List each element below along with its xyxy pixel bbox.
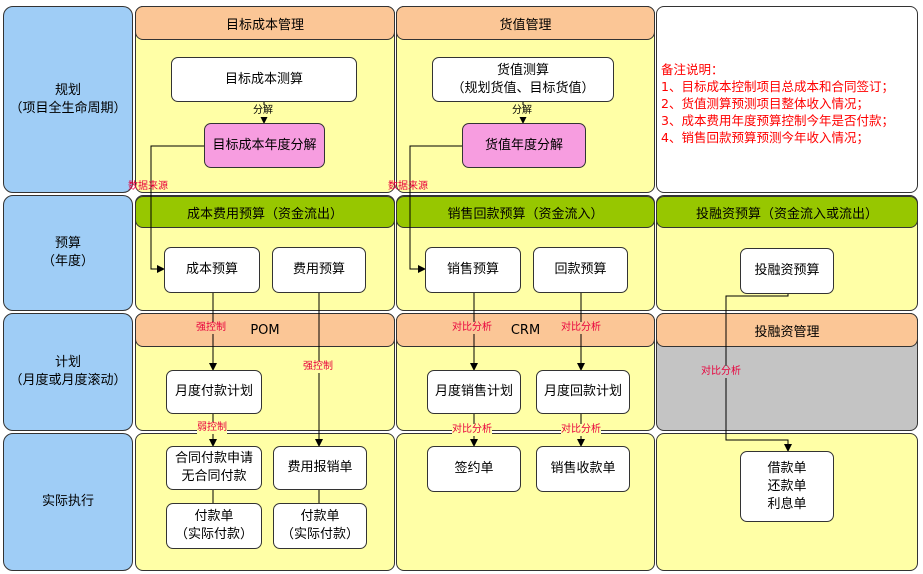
notes-title: 备注说明：: [661, 62, 724, 77]
box-cost-budget: 成本预算: [164, 247, 260, 293]
row-header-planning: 规划 （项目全生命周期）: [3, 6, 133, 193]
label-strong-control-1: 强控制: [196, 322, 226, 334]
column-header-pom: POM: [135, 313, 395, 347]
cell-planning-notes: [656, 6, 918, 193]
box-target-cost-calc: 目标成本测算: [171, 57, 357, 102]
box-payment-order-1: 付款单 （实际付款）: [166, 503, 262, 549]
row-header-plan: 计划 （月度或月度滚动）: [3, 313, 133, 431]
box-value-annual: 货值年度分解: [462, 123, 586, 168]
column-header-target-cost: 目标成本管理: [135, 6, 395, 40]
box-value-calc: 货值测算 （规划货值、目标货值）: [432, 57, 614, 102]
label-compare-5: 对比分析: [561, 424, 601, 436]
note-item-1: 1、目标成本控制项目总成本和合同签订；: [661, 79, 894, 94]
box-monthly-payment-plan: 月度付款计划: [166, 370, 262, 414]
box-sales-budget: 销售预算: [425, 247, 521, 293]
box-expense-budget: 费用预算: [272, 247, 366, 293]
label-data-source-2: 数据来源: [388, 181, 428, 192]
box-contract-payment-request: 合同付款申请 无合同付款: [166, 446, 262, 490]
box-collection-budget: 回款预算: [533, 247, 628, 293]
label-compare-2: 对比分析: [561, 322, 601, 334]
box-expense-reimbursement: 费用报销单: [273, 446, 367, 490]
box-payment-order-2: 付款单 （实际付款）: [273, 503, 367, 549]
box-sales-receipt: 销售收款单: [536, 446, 630, 492]
row-header-execution: 实际执行: [3, 433, 133, 571]
box-financing-budget: 投融资预算: [740, 248, 834, 294]
column-header-crm: CRM: [396, 313, 655, 347]
notes-panel: 备注说明： 1、目标成本控制项目总成本和合同签订； 2、货值测算预测项目整体收入…: [661, 61, 917, 146]
label-data-source-1: 数据来源: [128, 181, 168, 192]
note-item-3: 3、成本费用年度预算控制今年是否付款；: [661, 113, 894, 128]
box-monthly-sales-plan: 月度销售计划: [427, 370, 521, 414]
note-item-2: 2、货值测算预测项目整体收入情况；: [661, 96, 869, 111]
label-compare-4: 对比分析: [452, 424, 492, 436]
label-compare-1: 对比分析: [452, 322, 492, 334]
label-weak-control: 弱控制: [197, 422, 227, 434]
label-strong-control-2: 强控制: [303, 361, 333, 373]
arrow-data-source-cost: [150, 145, 204, 273]
label-decompose-1: 分解: [253, 105, 273, 117]
arrow-data-source-sales: [409, 145, 462, 273]
note-item-4: 4、销售回款预算预测今年收入情况；: [661, 130, 869, 145]
column-header-financing-mgmt: 投融资管理: [656, 313, 918, 347]
box-target-cost-annual: 目标成本年度分解: [204, 123, 325, 168]
budget-header-cost: 成本费用预算（资金流出）: [135, 196, 395, 228]
label-compare-3: 对比分析: [701, 366, 741, 378]
row-header-budget: 预算 （年度）: [3, 195, 133, 311]
budget-header-financing: 投融资预算（资金流入或流出）: [656, 196, 918, 228]
box-loan-docs: 借款单 还款单 利息单: [740, 451, 834, 522]
box-contract-order: 签约单: [427, 446, 521, 492]
box-monthly-collection-plan: 月度回款计划: [536, 370, 630, 414]
budget-header-sales: 销售回款预算（资金流入）: [396, 196, 655, 228]
column-header-value: 货值管理: [396, 6, 655, 40]
label-decompose-2: 分解: [512, 105, 532, 117]
